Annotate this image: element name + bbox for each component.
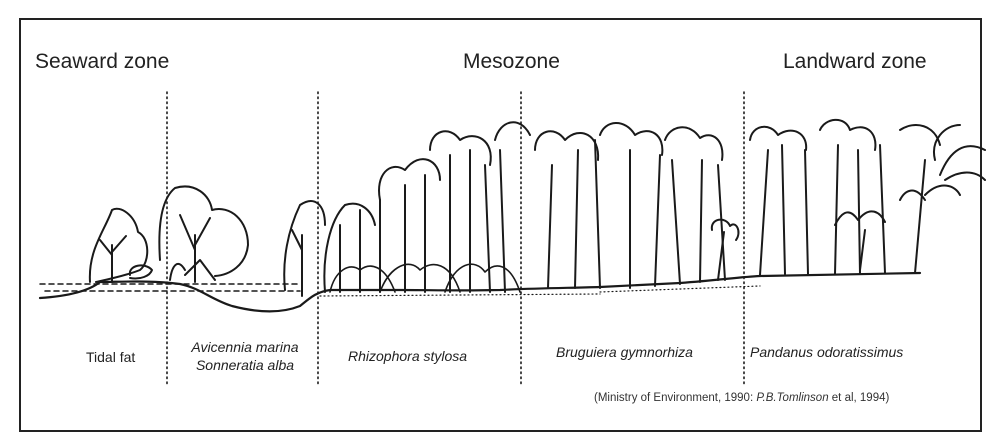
citation: (Ministry of Environment, 1990: P.B.Toml… <box>594 392 889 404</box>
seaward-trees <box>90 209 152 282</box>
species-label-pandanus: Pandanus odoratissimus <box>750 343 903 361</box>
water-line <box>40 284 300 291</box>
species-label-bruguiera: Bruguiera gymnorhiza <box>556 343 693 361</box>
avicennia-trees <box>159 187 248 282</box>
ground-profile <box>40 273 920 311</box>
species-label-avicennia-sonneratia: Avicennia marina Sonneratia alba <box>180 338 310 374</box>
species-label-tidal-flat: Tidal fat <box>86 348 135 366</box>
pandanus-trees <box>750 120 985 275</box>
species-label-sonneratia: Sonneratia alba <box>180 356 310 374</box>
citation-prefix: (Ministry of Environment, 1990: <box>594 392 756 404</box>
citation-author: P.B.Tomlinson <box>756 392 828 404</box>
sonneratia-trees <box>284 201 325 296</box>
bruguiera-trees <box>535 123 738 288</box>
species-label-avicennia: Avicennia marina <box>180 338 310 356</box>
species-label-rhizophora: Rhizophora stylosa <box>348 347 467 365</box>
rhizophora-trees <box>324 122 530 292</box>
citation-suffix: et al, 1994) <box>829 392 890 404</box>
